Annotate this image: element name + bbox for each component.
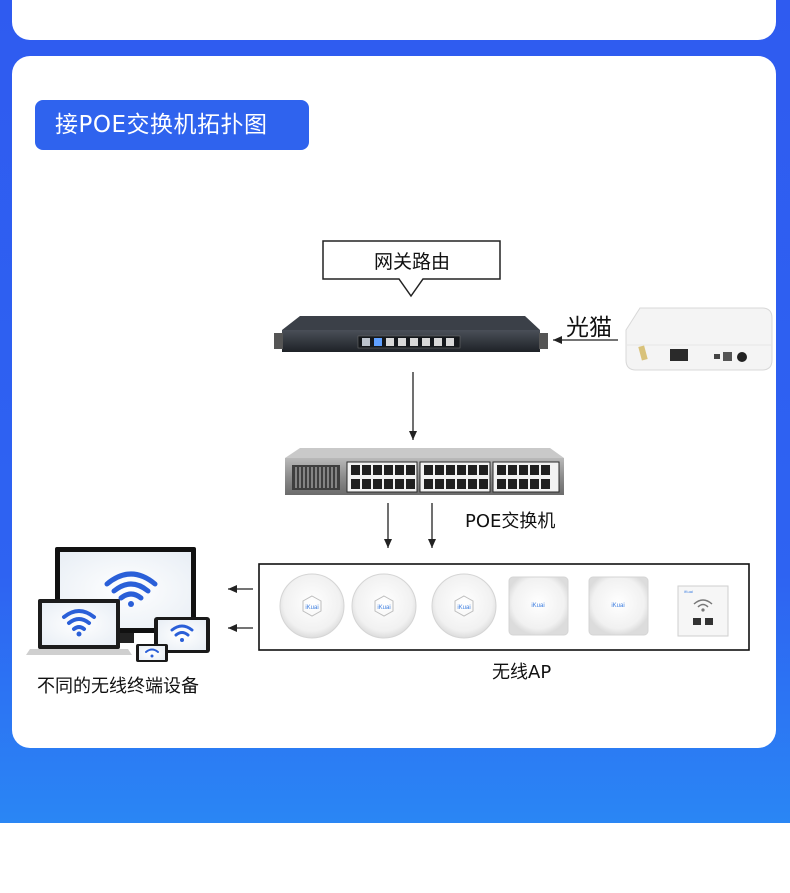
wireless-ap-label: 无线AP — [492, 662, 552, 683]
panel-ap: iKuai — [677, 585, 729, 637]
svg-text:iKuai: iKuai — [531, 603, 544, 609]
wifi-icon — [145, 648, 159, 658]
wifi-icon — [104, 571, 158, 607]
wall-ap-1: iKuai — [508, 576, 569, 636]
top-card — [12, 0, 776, 40]
terminal-devices-group — [26, 547, 210, 662]
gateway-router-device — [274, 316, 548, 352]
svg-text:iKuai: iKuai — [305, 605, 318, 611]
poe-switch-label: POE交换机 — [465, 511, 556, 532]
svg-text:iKuai: iKuai — [684, 589, 693, 594]
gateway-router-callout — [322, 240, 501, 298]
wall-ap-2: iKuai — [588, 576, 649, 636]
ceiling-ap-3: iKuai — [431, 573, 497, 639]
svg-text:iKuai: iKuai — [611, 603, 624, 609]
ceiling-ap-1: iKuai — [279, 573, 345, 639]
svg-text:iKuai: iKuai — [457, 605, 470, 611]
page-title: 接POE交换机拓扑图 — [35, 100, 309, 150]
poe-switch-device — [285, 448, 564, 495]
optical-modem-device — [625, 307, 773, 371]
optical-modem-label: 光猫 — [566, 315, 612, 341]
wifi-icon — [170, 624, 194, 642]
svg-text:iKuai: iKuai — [377, 605, 390, 611]
ceiling-ap-2: iKuai — [351, 573, 417, 639]
wifi-icon — [62, 609, 96, 637]
terminal-devices-label: 不同的无线终端设备 — [37, 676, 199, 697]
gateway-router-label: 网关路由 — [373, 251, 450, 273]
